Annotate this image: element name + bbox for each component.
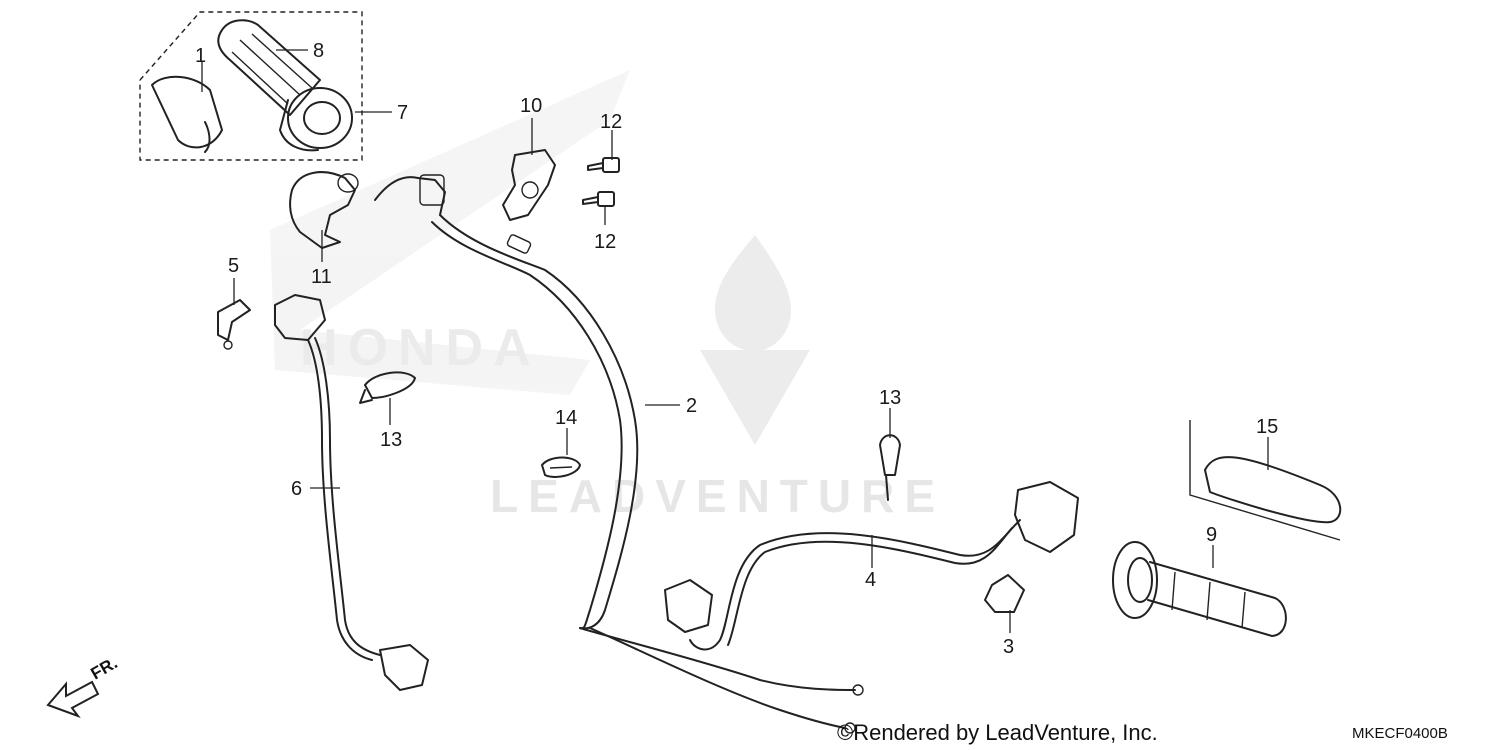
grip-sleeve-part-1: [151, 75, 223, 153]
bolt-part-12-lower: [582, 191, 615, 207]
grip-sleeve-part-15: [1204, 456, 1342, 524]
cable-tie-part-13-right: [879, 434, 901, 501]
switch-assembly-part-6: [274, 294, 429, 691]
callout-3: 3: [1003, 636, 1014, 658]
throttle-pipe-part-7: [279, 87, 353, 152]
callout-13-right: 13: [879, 387, 901, 409]
throttle-grip-kit-box: [139, 11, 363, 161]
leadventure-flame-logo: [700, 235, 810, 445]
throttle-housing-lower-part-10: [502, 149, 556, 221]
clamp-part-3: [984, 574, 1025, 613]
throttle-grip-part-8: [217, 19, 321, 116]
honda-watermark-text: HONDA: [300, 319, 541, 377]
band-clip-part-14: [541, 456, 581, 478]
cable-tie-part-13-left: [359, 371, 416, 404]
callout-4: 4: [865, 569, 876, 591]
callout-8: 8: [313, 40, 324, 62]
handlebar-grip-part-9: [1112, 541, 1287, 637]
callout-15: 15: [1256, 416, 1278, 438]
throttle-cable-part-2: [374, 174, 864, 734]
leadventure-watermark-text: LEADVENTURE: [490, 470, 945, 522]
diagram-code: MKECF0400B: [1352, 725, 1448, 742]
leader-lines: [201, 49, 1269, 633]
callout-13-left: 13: [380, 429, 402, 451]
callout-9: 9: [1206, 524, 1217, 546]
callout-12-upper: 12: [600, 111, 622, 133]
callout-labels: 1 8 7 10 12 12 11 5 6 13 14 2 13 4 3 9 1…: [195, 40, 1278, 658]
callout-7: 7: [397, 102, 408, 124]
handlebar-switch-part-4: [664, 481, 1079, 651]
callout-10: 10: [520, 95, 542, 117]
clamp-part-5: [217, 299, 251, 350]
front-direction-arrow-icon: FR.: [46, 653, 121, 719]
front-direction-label: FR.: [88, 653, 121, 683]
throttle-housing-part-11: [289, 171, 359, 249]
callout-2: 2: [686, 395, 697, 417]
callout-1: 1: [195, 45, 206, 67]
callout-12-lower: 12: [594, 231, 616, 253]
callout-14: 14: [555, 407, 577, 429]
callout-5: 5: [228, 255, 239, 277]
rendered-by-credit: ©Rendered by LeadVenture, Inc.: [837, 720, 1158, 745]
honda-wing-watermark: HONDA: [270, 70, 630, 395]
bolt-part-12-upper: [587, 157, 620, 173]
grip-sleeve-part-15-box: [1189, 420, 1341, 541]
callout-6: 6: [291, 478, 302, 500]
callout-11: 11: [311, 266, 332, 288]
